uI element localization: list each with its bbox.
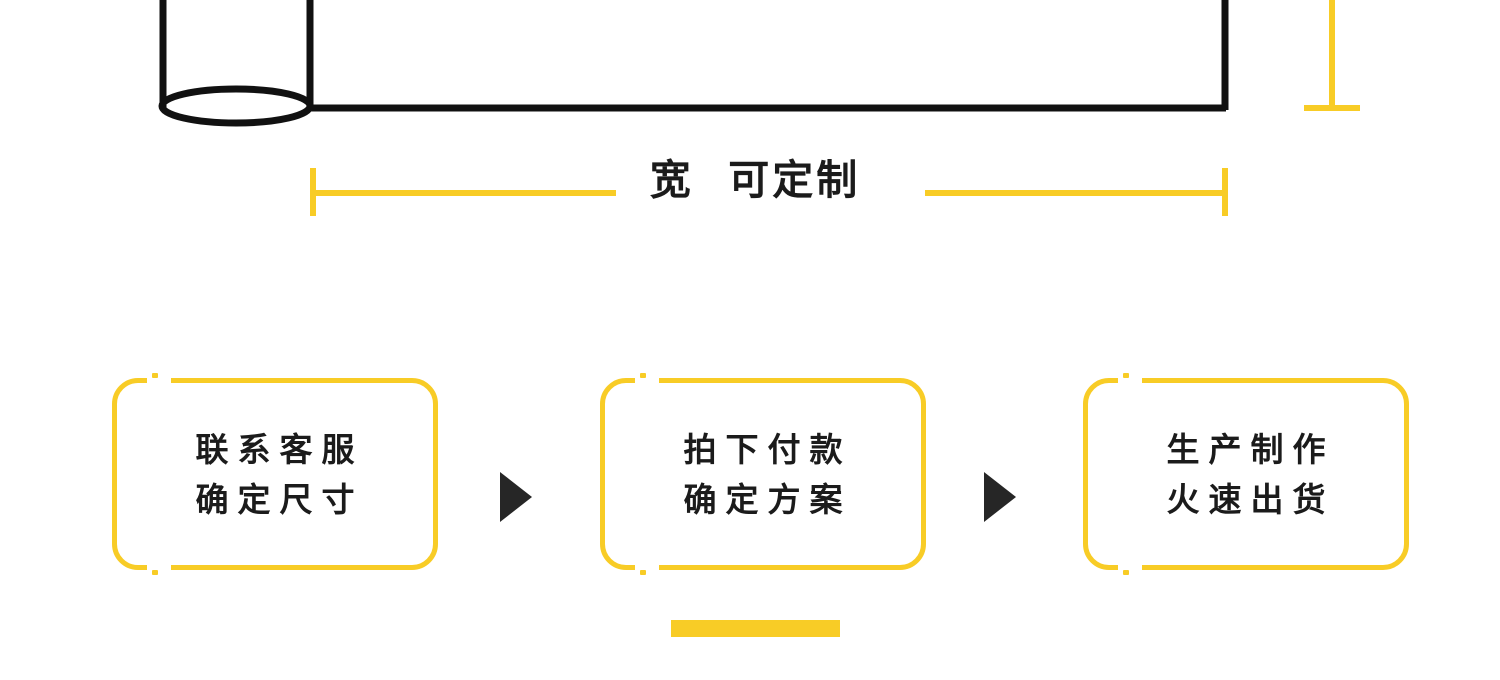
triangle-right-icon (984, 472, 1016, 522)
flow-step-2-box (600, 377, 926, 571)
border-dot-bottom-icon (152, 570, 158, 575)
flow-step-1-box (112, 377, 438, 571)
flow-step-1-line2: 确定尺寸 (195, 479, 364, 519)
border-notch-top-icon (1118, 377, 1142, 386)
flow-step-1-line1: 联系客服 (195, 429, 364, 469)
border-dot-bottom-icon (1123, 570, 1129, 575)
flow-step-1[interactable]: 联系客服 确定尺寸 (112, 373, 438, 575)
flow-step-2-text: 拍下付款 确定方案 (600, 378, 926, 570)
width-dimension-label: 宽 可定制 (649, 156, 861, 204)
border-dot-top-icon (1123, 373, 1129, 378)
border-dot-bottom-icon (640, 570, 646, 575)
order-flow: 联系客服 确定尺寸 拍下付款 确定方案 (0, 373, 1500, 575)
flow-step-2-line1: 拍下付款 (683, 429, 852, 469)
cylinder-drawing-svg (158, 0, 1360, 216)
flow-step-3-text: 生产制作 火速出货 (1083, 378, 1409, 570)
flow-step-3-box (1083, 377, 1409, 571)
triangle-right-icon (500, 472, 532, 522)
border-notch-bottom-icon (1118, 562, 1142, 571)
flow-step-3-line2: 火速出货 (1166, 479, 1335, 519)
border-notch-bottom-icon (147, 562, 171, 571)
border-notch-bottom-icon (635, 562, 659, 571)
border-notch-top-icon (147, 377, 171, 386)
cylinder-bottom-ellipse (158, 85, 314, 127)
flow-step-3-line1: 生产制作 (1166, 429, 1335, 469)
border-dot-top-icon (640, 373, 646, 378)
flow-step-1-text: 联系客服 确定尺寸 (112, 378, 438, 570)
technical-drawing: 宽 可定制 (0, 0, 1500, 240)
flow-step-2-line2: 确定方案 (683, 479, 852, 519)
flow-step-2[interactable]: 拍下付款 确定方案 (600, 373, 926, 575)
bottom-accent-bar (671, 620, 840, 637)
border-dot-top-icon (152, 373, 158, 378)
border-notch-top-icon (635, 377, 659, 386)
flow-step-3[interactable]: 生产制作 火速出货 (1083, 373, 1409, 575)
